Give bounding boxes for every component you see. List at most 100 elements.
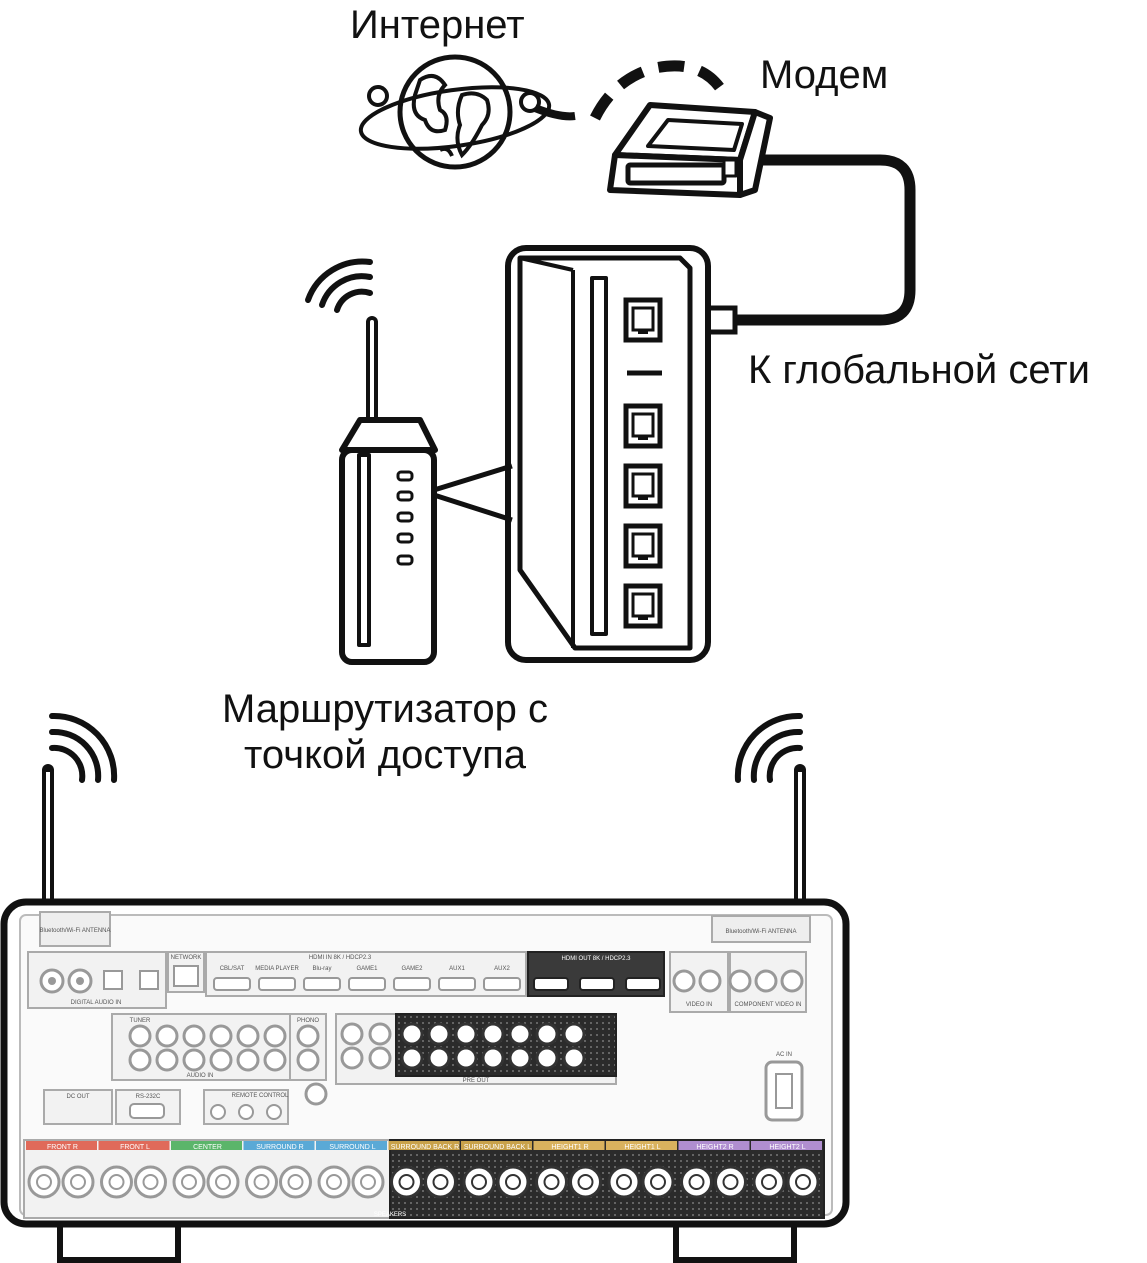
speaker-group-header — [461, 1141, 532, 1150]
speaker-post-core — [722, 1174, 739, 1190]
rca-jack — [562, 1022, 586, 1046]
hdmi-port-icon — [213, 977, 251, 991]
rca-jack — [182, 1024, 206, 1048]
phono-label: PHONO — [297, 1018, 319, 1024]
rca-jack — [155, 1048, 179, 1072]
antenna-label-left: Bluetooth/Wi-Fi ANTENNA — [39, 928, 110, 934]
speaker-post-core — [688, 1174, 705, 1190]
status-led — [396, 470, 414, 482]
speaker-post-core — [253, 1174, 270, 1190]
digital-audio-label: DIGITAL AUDIO IN — [71, 1000, 122, 1006]
rca-jack — [698, 969, 722, 993]
pre-out-label: PRE OUT — [463, 1078, 490, 1084]
speaker-group-header — [533, 1141, 605, 1150]
rca-jack — [427, 1046, 451, 1070]
rca-jack — [535, 1046, 559, 1070]
hdmi-port-icon — [393, 977, 431, 991]
rca-jack — [400, 1046, 424, 1070]
speaker-post-core — [287, 1174, 304, 1190]
hdmi-port-icon — [579, 977, 615, 991]
ethernet-port-icon — [623, 403, 663, 449]
rca-jack — [209, 1024, 233, 1048]
wifi-icon — [305, 258, 373, 313]
speaker-terminal-highlight — [389, 1139, 825, 1219]
speaker-post-core — [360, 1174, 376, 1190]
wifi-icon — [734, 712, 803, 783]
speaker-group-label: FRONT L — [120, 1144, 150, 1151]
speaker-post-core — [761, 1174, 777, 1190]
wireless-link-dashed — [590, 60, 730, 121]
remote-jack — [210, 1104, 226, 1120]
rca-jack — [535, 1022, 559, 1046]
rca-jack-pin — [76, 977, 84, 985]
rca-jack — [427, 1022, 451, 1046]
hdmi-in-label: HDMI IN 8K / HDCP2.3 — [309, 955, 372, 961]
optical-jack — [139, 970, 159, 990]
rca-jack — [481, 1046, 505, 1070]
speaker-group-header — [26, 1141, 97, 1150]
antenna-label-right: Bluetooth/Wi-Fi ANTENNA — [725, 929, 796, 935]
hdmi-input-label: GAME2 — [401, 966, 423, 972]
hdmi-input-label: CBL/SAT — [220, 966, 245, 972]
optical-jack — [103, 970, 123, 990]
rca-jack — [672, 969, 696, 993]
speaker-group-label: HEIGHT2 L — [769, 1144, 805, 1151]
ethernet-port-icon — [623, 583, 663, 629]
remote-jack — [238, 1104, 254, 1120]
modem-label: Модем — [760, 53, 889, 97]
modem-icon — [607, 102, 773, 198]
router-label: Маршрутизатор с точкой доступа — [150, 686, 620, 778]
rca-jack — [263, 1048, 287, 1072]
rca-jack — [340, 1046, 364, 1070]
ac-in-label: AC IN — [776, 1052, 792, 1058]
hdmi-input-label: AUX1 — [449, 966, 465, 972]
speaker-post-core — [142, 1174, 159, 1190]
rca-jack — [454, 1022, 478, 1046]
speaker-group-label: FRONT R — [47, 1144, 78, 1151]
router-leds — [396, 470, 414, 566]
speaker-post-core — [108, 1174, 125, 1190]
speaker-group-label: SURROUND BACK R — [391, 1144, 459, 1151]
ethernet-port-icon — [623, 523, 663, 569]
ethernet-port-icon — [623, 463, 663, 509]
rca-jack — [340, 1022, 364, 1046]
rca-jack — [728, 969, 752, 993]
ethernet-port-icon — [623, 297, 663, 343]
speaker-post-core — [215, 1174, 231, 1190]
speaker-post-core — [36, 1174, 52, 1190]
speaker-post-core — [505, 1174, 521, 1190]
speaker-post-core — [543, 1174, 560, 1190]
hdmi-input-label: AUX2 — [494, 966, 510, 972]
speaker-post-core — [326, 1174, 342, 1190]
rca-jack — [508, 1022, 532, 1046]
dc-out-group — [43, 1089, 113, 1125]
remote-jack — [266, 1104, 282, 1120]
globe-icon — [358, 54, 552, 170]
router-tower — [339, 417, 438, 665]
rca-jack — [128, 1048, 152, 1072]
rs232-port-icon — [129, 1103, 165, 1119]
pre-out-group — [395, 1013, 617, 1077]
wan-cable — [735, 154, 916, 326]
wifi-icon — [49, 712, 118, 783]
rca-jack — [263, 1024, 287, 1048]
network-port-icon — [173, 965, 199, 987]
rca-jack — [296, 1048, 320, 1072]
speaker-group-label: CENTER — [193, 1144, 222, 1151]
hdmi-input-label: GAME1 — [356, 966, 378, 972]
speaker-post-core — [471, 1174, 487, 1190]
speaker-group-label: SURROUND R — [256, 1144, 303, 1151]
speaker-group-header — [606, 1141, 677, 1150]
speaker-group-header — [316, 1141, 387, 1150]
speaker-group-header — [171, 1141, 242, 1150]
av-receiver: Bluetooth/Wi-Fi ANTENNA Bluetooth/Wi-Fi A… — [0, 712, 850, 1263]
dc-out-label: DC OUT — [67, 1094, 90, 1100]
antenna-label-box — [39, 911, 111, 947]
audio-in-label: AUDIO IN — [187, 1073, 214, 1079]
rca-jack — [368, 1022, 392, 1046]
rca-jack — [481, 1022, 505, 1046]
status-led — [396, 532, 414, 544]
speaker-post-core — [616, 1174, 632, 1190]
speaker-group-label: HEIGHT1 R — [551, 1144, 588, 1151]
